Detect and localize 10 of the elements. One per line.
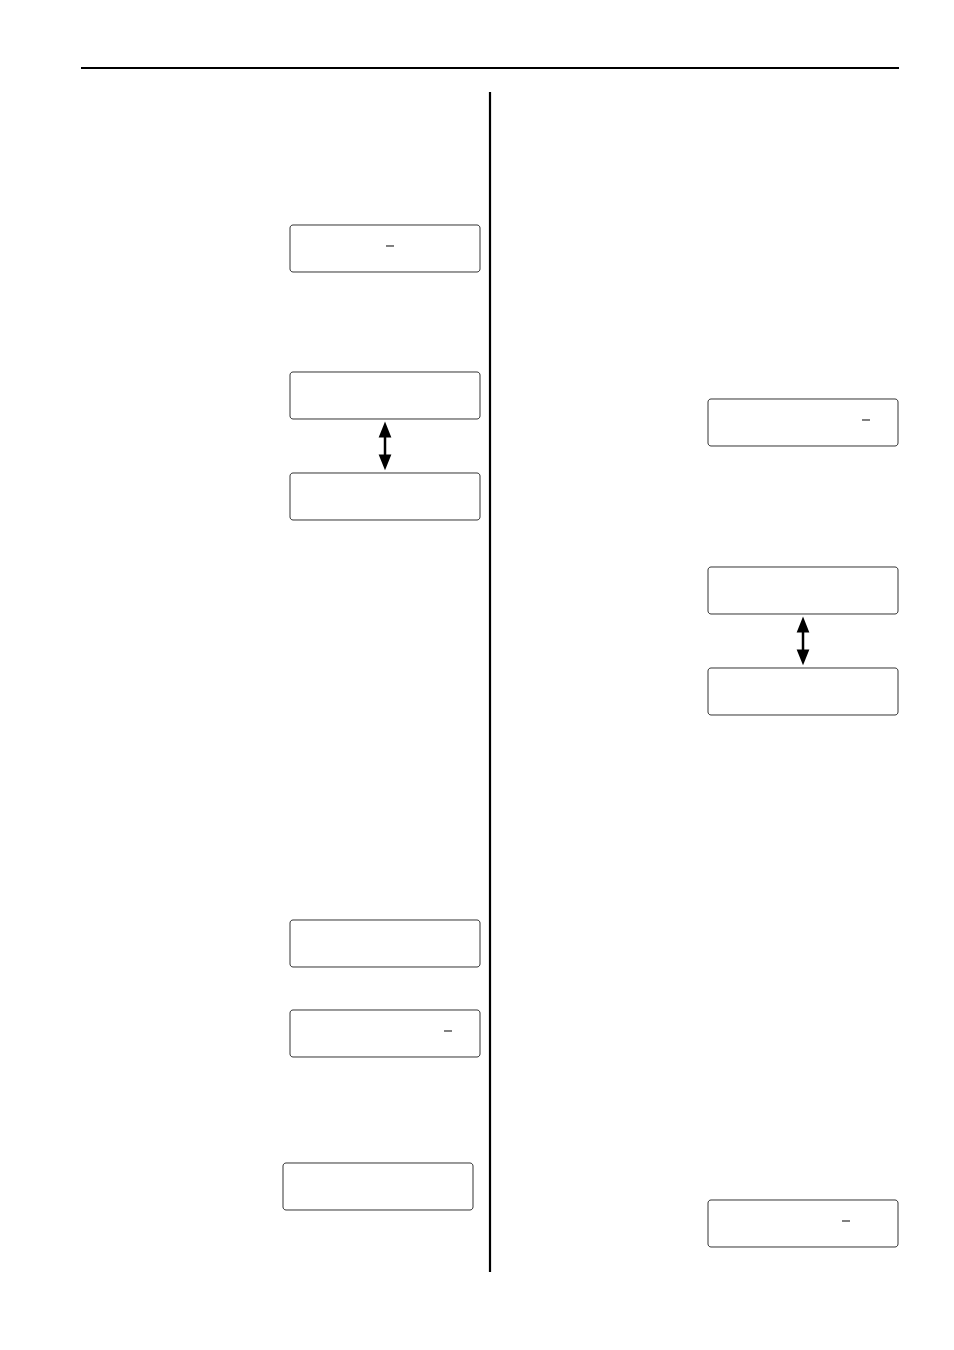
display-box bbox=[289, 919, 481, 968]
display-box bbox=[707, 1199, 899, 1248]
display-box bbox=[289, 224, 481, 273]
display-box bbox=[289, 371, 481, 420]
display-box bbox=[707, 566, 899, 615]
display-box bbox=[289, 472, 481, 521]
display-box bbox=[289, 1009, 481, 1058]
display-box bbox=[707, 667, 899, 716]
display-box bbox=[282, 1162, 474, 1211]
display-box bbox=[707, 398, 899, 447]
